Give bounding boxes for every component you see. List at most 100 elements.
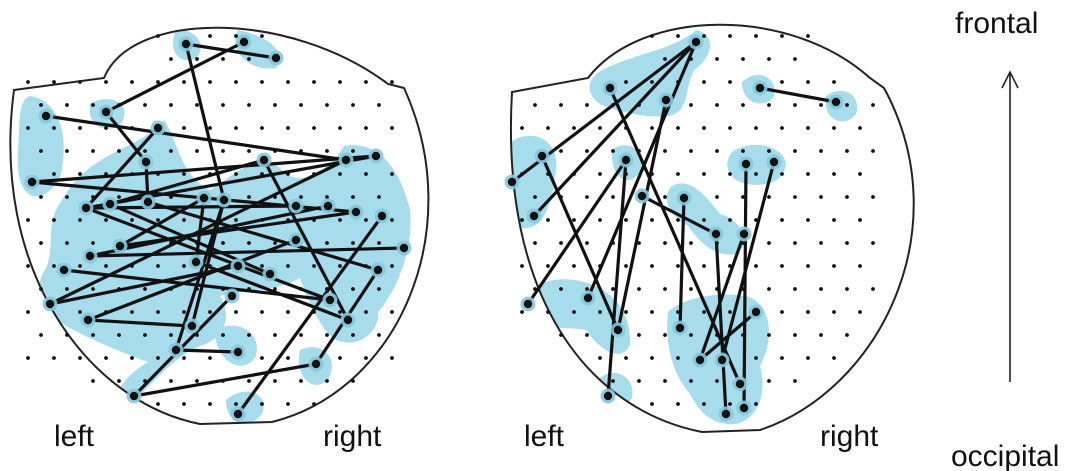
electrode-dot [871, 103, 875, 107]
electrode-dot [689, 379, 693, 383]
electrode-dot [663, 333, 667, 337]
connection-line [86, 238, 298, 322]
connection-node [199, 193, 209, 203]
connection-node [291, 235, 301, 245]
electrode-dot [676, 356, 680, 360]
connection-line [146, 200, 380, 272]
electrode-dot [871, 149, 875, 153]
electrode-dot [819, 333, 823, 337]
electrode-dot [806, 34, 810, 38]
electrode-dot [637, 333, 641, 337]
electrode-dot [728, 218, 732, 222]
electrode-dot [676, 34, 680, 38]
electrode-dot [260, 402, 264, 406]
electrode-dot [221, 241, 225, 245]
electrode-dot [312, 402, 316, 406]
electrode-dot [702, 310, 706, 314]
electrode-dot [676, 402, 680, 406]
electrode-dot [390, 172, 394, 176]
connection-node [537, 151, 547, 161]
electrode-dot [299, 195, 303, 199]
electrode-dot [689, 149, 693, 153]
electrode-dot [338, 172, 342, 176]
electrode-dot [819, 287, 823, 291]
electrode-dot [611, 195, 615, 199]
electrode-dot [572, 126, 576, 130]
electrode-dot [286, 80, 290, 84]
electrode-dot [715, 195, 719, 199]
connection-line [742, 162, 748, 410]
electrode-dot [26, 310, 30, 314]
right-head-map: left right [504, 23, 915, 453]
connection-node [351, 207, 361, 217]
electrode-dot [364, 80, 368, 84]
electrode-dot [728, 172, 732, 176]
electrode-dot [351, 195, 355, 199]
connection-line [86, 318, 194, 328]
electrode-dot [728, 402, 732, 406]
connection-node [755, 83, 765, 93]
connection-node [325, 295, 335, 305]
electrode-dot [351, 103, 355, 107]
electrode-dot [559, 333, 563, 337]
electrode-dot [741, 195, 745, 199]
electrode-dot [338, 126, 342, 130]
connection-node [603, 391, 613, 401]
connection-node [695, 355, 705, 365]
electrode-dot [377, 241, 381, 245]
electrode-dot [598, 356, 602, 360]
electrode-dot [65, 287, 69, 291]
electrode-dot [364, 218, 368, 222]
electrode-dot [156, 264, 160, 268]
electrode-dot [104, 80, 108, 84]
electrode-dot [78, 356, 82, 360]
electrode-dot [169, 149, 173, 153]
electrode-dot [754, 126, 758, 130]
electrode-dot [559, 103, 563, 107]
electrode-dot [91, 379, 95, 383]
electrode-dot [650, 402, 654, 406]
electrode-dot [169, 333, 173, 337]
electrode-dot [390, 356, 394, 360]
electrode-dot [832, 218, 836, 222]
electrode-dot [702, 402, 706, 406]
electrode-dot [208, 34, 212, 38]
electrode-dot [247, 103, 251, 107]
electrode-dot [806, 264, 810, 268]
electrode-dot [663, 57, 667, 61]
electrode-dot [793, 103, 797, 107]
connection-node [717, 355, 727, 365]
electrode-dot [364, 172, 368, 176]
electrode-dot [819, 241, 823, 245]
electrode-dot [143, 149, 147, 153]
right-map-connections [510, 40, 838, 416]
electrode-dot [845, 103, 849, 107]
connection-line [720, 160, 776, 362]
electrode-dot [390, 80, 394, 84]
connection-node [81, 203, 91, 213]
electrode-dot [520, 218, 524, 222]
electrode-dot [572, 218, 576, 222]
electrode-dot [234, 218, 238, 222]
electrode-dot [143, 287, 147, 291]
connection-node [143, 197, 153, 207]
electrode-dot [780, 34, 784, 38]
electrode-dot [247, 195, 251, 199]
electrode-dot [858, 310, 862, 314]
electrode-dot [598, 126, 602, 130]
electrode-dot [156, 310, 160, 314]
connection-line [44, 114, 348, 162]
connection-node [373, 265, 383, 275]
frontal-label: frontal [955, 7, 1038, 40]
electrode-dot [286, 264, 290, 268]
connection-node [751, 307, 761, 317]
connection-node [661, 95, 671, 105]
connection-node [675, 323, 685, 333]
electrode-dot [559, 149, 563, 153]
connection-line [88, 246, 406, 258]
electrode-dot [78, 126, 82, 130]
electrode-dot [767, 195, 771, 199]
connection-node [739, 403, 749, 413]
